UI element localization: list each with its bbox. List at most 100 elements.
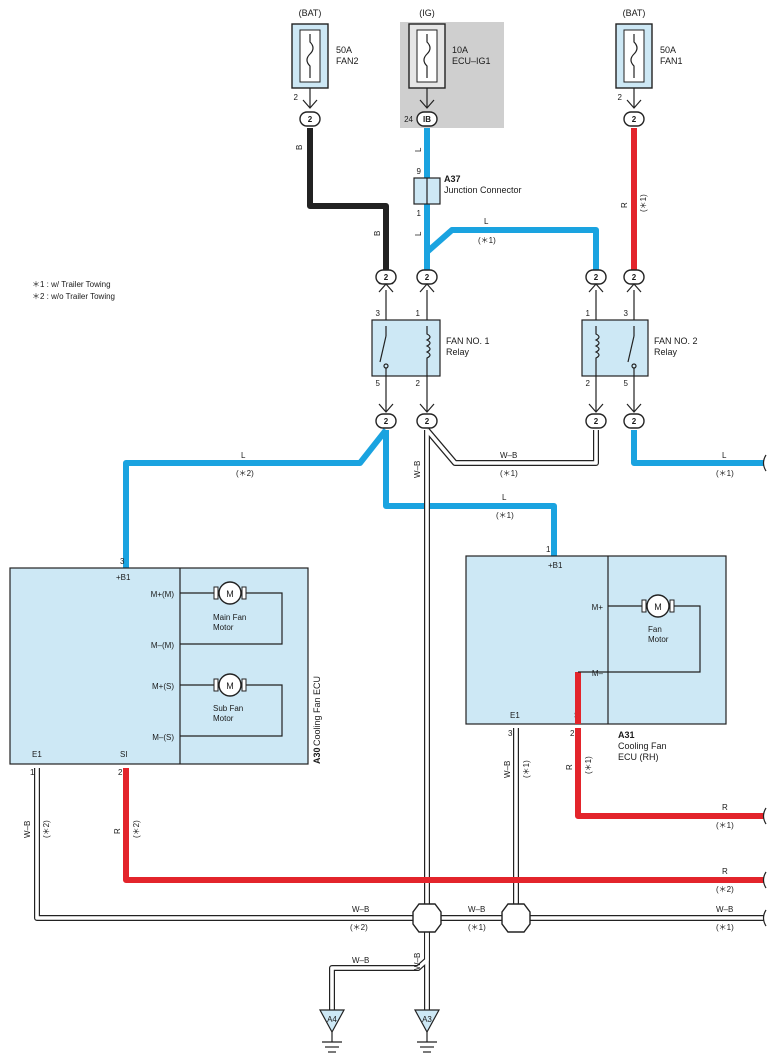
relay-fan-no1: 3 1 5 2 FAN NO. 1 Relay (371, 309, 490, 388)
svg-text:L: L (502, 493, 507, 502)
svg-text:(＊2): (＊2) (236, 469, 254, 478)
svg-text:L: L (414, 231, 423, 236)
wire-l-relay2-out (631, 430, 764, 466)
svg-text:W–B: W–B (716, 905, 733, 914)
svg-text:R: R (113, 828, 122, 834)
svg-text:FAN NO. 1: FAN NO. 1 (446, 336, 490, 346)
svg-text:2: 2 (425, 273, 430, 282)
svg-text:L: L (484, 217, 489, 226)
svg-text:10A: 10A (452, 45, 468, 55)
svg-text:(＊2): (＊2) (132, 820, 141, 838)
svg-text:L: L (241, 451, 246, 460)
svg-text:R: R (722, 867, 728, 876)
svg-text:2: 2 (632, 417, 637, 426)
svg-text:2: 2 (416, 379, 421, 388)
svg-text:M+: M+ (592, 603, 604, 612)
svg-text:Junction Connector: Junction Connector (444, 185, 522, 195)
svg-text:1: 1 (417, 209, 422, 218)
fuse-fan1: (BAT) 50A FAN1 2 (615, 8, 683, 109)
svg-text:2: 2 (594, 273, 599, 282)
svg-text:W–B: W–B (23, 821, 32, 838)
note-trailer-towing: ＊1 : w/ Trailer Towing (32, 280, 111, 289)
ground-a3: A3 (413, 1009, 441, 1053)
svg-text:2: 2 (586, 379, 591, 388)
svg-text:Relay: Relay (446, 347, 470, 357)
svg-text:2: 2 (594, 417, 599, 426)
svg-text:W–B: W–B (468, 905, 485, 914)
svg-text:2: 2 (632, 115, 637, 124)
svg-text:SI: SI (120, 750, 128, 759)
ecu-a30-cooling-fan: 3 +B1 M+(M) M–(M) M+(S) M–(S) M Main Fan… (9, 557, 322, 777)
relay-fan-no2: 1 3 2 5 FAN NO. 2 Relay (581, 309, 698, 388)
wire-b-fan2 (307, 128, 389, 270)
connector-fuse-fan1: 2 (623, 111, 645, 127)
svg-text:R: R (565, 764, 574, 770)
svg-text:(＊1): (＊1) (639, 194, 648, 212)
wire-l-relay2-coil (425, 227, 599, 270)
svg-text:Sub Fan: Sub Fan (213, 704, 243, 713)
svg-text:+B1: +B1 (116, 573, 131, 582)
svg-text:2: 2 (308, 115, 313, 124)
svg-text:+B1: +B1 (548, 561, 563, 570)
svg-text:E1: E1 (510, 711, 520, 720)
svg-text:Main Fan: Main Fan (213, 613, 246, 622)
svg-text:FAN2: FAN2 (336, 56, 359, 66)
wire-r-a30-si (123, 768, 764, 883)
svg-text:Relay: Relay (654, 347, 678, 357)
svg-text:Cooling Fan ECU: Cooling Fan ECU (312, 676, 322, 746)
svg-text:(＊2): (＊2) (42, 820, 51, 838)
note-no-trailer-towing: ＊2 : w/o Trailer Towing (32, 292, 115, 301)
svg-text:R: R (620, 202, 629, 208)
svg-text:2: 2 (425, 417, 430, 426)
sub-fan-motor: M Sub Fan Motor (213, 673, 247, 723)
svg-text:Motor: Motor (648, 635, 669, 644)
svg-text:1: 1 (416, 309, 421, 318)
svg-text:9: 9 (417, 167, 422, 176)
svg-text:3: 3 (120, 557, 125, 566)
svg-text:3: 3 (508, 729, 513, 738)
svg-text:2: 2 (118, 768, 123, 777)
svg-text:A31: A31 (618, 730, 635, 740)
svg-text:3: 3 (624, 309, 629, 318)
svg-text:(＊1): (＊1) (496, 511, 514, 520)
svg-text:(＊1): (＊1) (716, 469, 734, 478)
svg-text:ECU–IG1: ECU–IG1 (452, 56, 491, 66)
svg-text:B: B (295, 145, 304, 150)
svg-text:50A: 50A (660, 45, 676, 55)
wire-labels: B B L L L (＊1) R (＊1) L (＊2) L (＊1) W–B … (23, 145, 734, 970)
svg-text:FAN1: FAN1 (660, 56, 683, 66)
svg-text:(＊1): (＊1) (478, 236, 496, 245)
svg-text:(＊2): (＊2) (716, 885, 734, 894)
svg-text:A3: A3 (422, 1015, 432, 1024)
svg-text:A4: A4 (327, 1015, 337, 1024)
svg-text:1: 1 (30, 768, 35, 777)
relay-connectors: 2 2 2 2 2 2 2 2 (375, 269, 645, 429)
svg-text:(＊1): (＊1) (500, 469, 518, 478)
splice-point-right (501, 903, 531, 933)
svg-text:W–B: W–B (500, 451, 517, 460)
svg-text:(IG): (IG) (419, 8, 435, 18)
svg-text:FAN NO. 2: FAN NO. 2 (654, 336, 698, 346)
svg-text:(BAT): (BAT) (299, 8, 322, 18)
svg-text:M: M (654, 602, 662, 612)
svg-text:M: M (226, 589, 234, 599)
ecu-a31-cooling-fan-rh: 1 +B1 M+ M– M Fan Motor E1 SI 3 2 A31 Co… (465, 545, 727, 762)
svg-text:Motor: Motor (213, 623, 234, 632)
fan-motor: M Fan Motor (641, 594, 675, 644)
svg-text:M+(S): M+(S) (152, 682, 174, 691)
svg-text:W–B: W–B (413, 461, 422, 478)
svg-text:L: L (722, 451, 727, 460)
svg-text:(＊1): (＊1) (468, 923, 486, 932)
svg-text:(＊1): (＊1) (716, 923, 734, 932)
svg-text:M–(M): M–(M) (151, 641, 174, 650)
svg-text:A37: A37 (444, 174, 461, 184)
svg-text:24: 24 (404, 115, 413, 124)
svg-text:Fan: Fan (648, 625, 662, 634)
svg-text:2: 2 (384, 417, 389, 426)
svg-text:(＊1): (＊1) (716, 821, 734, 830)
svg-text:Cooling Fan: Cooling Fan (618, 741, 667, 751)
main-fan-motor: M Main Fan Motor (213, 581, 247, 632)
svg-text:5: 5 (376, 379, 381, 388)
svg-text:W–B: W–B (503, 761, 512, 778)
